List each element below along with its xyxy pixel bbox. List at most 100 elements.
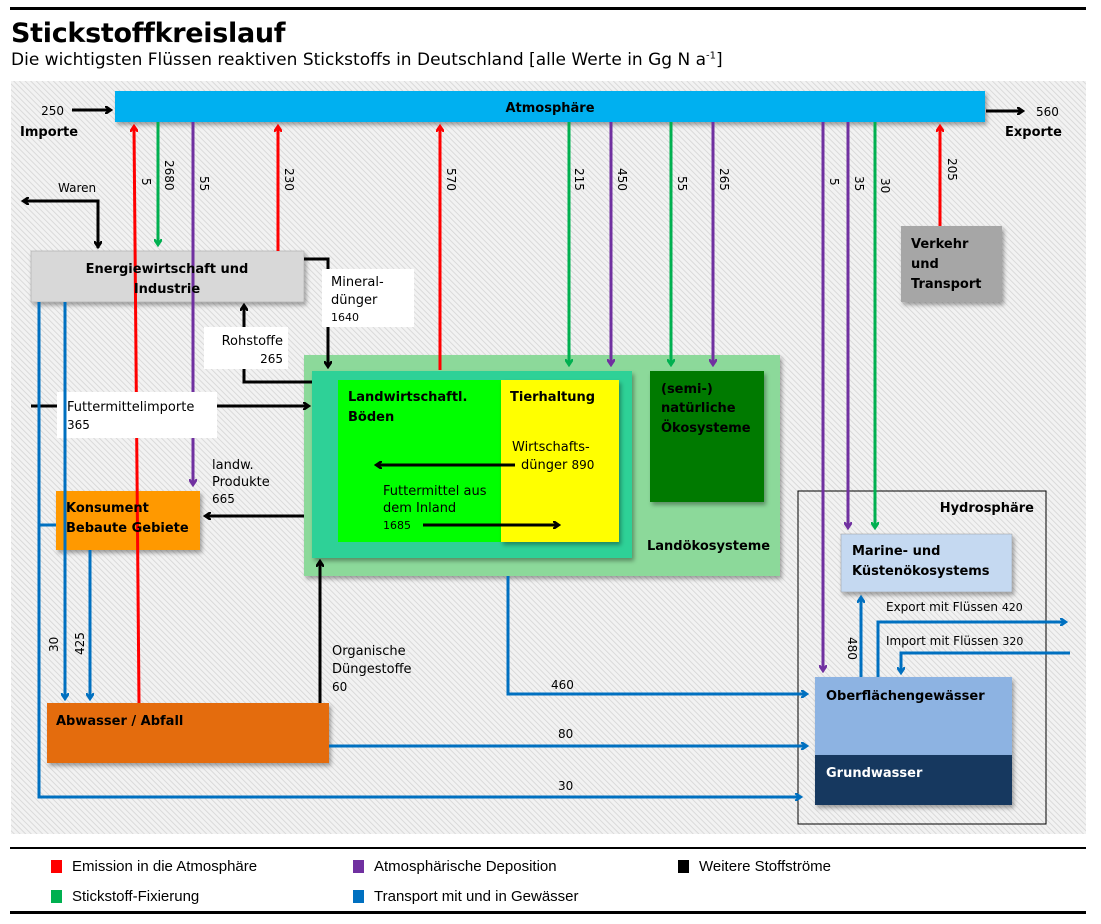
legend-emission: Emission in die Atmosphäre <box>51 858 257 875</box>
natural-label-3: Ökosysteme <box>661 420 751 436</box>
legend-deposition: Atmosphärische Deposition <box>353 858 557 875</box>
organic-label-2: Düngestoffe <box>332 662 412 677</box>
waren-label: Waren <box>58 181 96 195</box>
value-fixation-215: 215 <box>572 168 586 191</box>
agri-value: 665 <box>212 492 235 506</box>
legend-swatch-emission <box>51 860 62 873</box>
consumer-label-1: Konsument <box>66 501 149 516</box>
legend-swatch-fixation <box>51 890 62 903</box>
value-fixation-30: 30 <box>878 178 892 193</box>
value-deposition-450: 450 <box>615 168 629 191</box>
value-deposition-5: 5 <box>827 178 841 186</box>
value-water-425: 425 <box>73 632 87 655</box>
agri-label-1: landw. <box>212 458 254 473</box>
land-to-surface-flow <box>506 576 806 694</box>
feed-import-value: 365 <box>67 418 90 432</box>
waste-label: Abwasser / Abfall <box>56 714 183 729</box>
exports-label: Exporte <box>1005 125 1062 140</box>
import-rivers-label: Import mit Flüssen 320 <box>886 634 1023 648</box>
value-emission-5: 5 <box>139 178 153 186</box>
waste-box <box>47 703 329 763</box>
raw-value: 265 <box>260 352 283 366</box>
value-deposition-35: 35 <box>852 176 866 191</box>
legend-water: Transport mit und in Gewässer <box>353 888 579 905</box>
feed-import-label-box <box>57 392 217 438</box>
soils-label-1: Landwirtschaftl. <box>348 390 467 405</box>
value-deposition-55: 55 <box>197 176 211 191</box>
natural-label-1: (semi-) <box>661 382 713 397</box>
manure-label-2: dünger 890 <box>521 458 594 473</box>
subtitle-end: ] <box>716 50 723 70</box>
agri-label-2: Produkte <box>212 475 270 490</box>
feed-domestic-label-1: Futtermittel aus <box>383 484 487 499</box>
traffic-label-1: Verkehr <box>911 237 969 252</box>
hydrosphere-label: Hydrosphäre <box>940 501 1034 516</box>
mineral-label-2: dünger <box>331 293 378 308</box>
value-surface-to-marine: 480 <box>845 637 859 660</box>
subtitle-text: Die wichtigsten Flüssen reaktiven Sticks… <box>11 50 707 70</box>
legend-swatch-deposition <box>353 860 364 873</box>
mineral-value: 1640 <box>331 311 359 324</box>
page-subtitle: Die wichtigsten Flüssen reaktiven Sticks… <box>11 50 723 70</box>
import-rivers-text: Import mit Flüssen <box>886 634 999 648</box>
legend-bottom-rule <box>10 911 1086 914</box>
import-rivers-flow <box>901 651 1070 672</box>
exports-value: 560 <box>1036 105 1059 119</box>
industry-to-groundwater-flow <box>37 302 800 797</box>
groundwater-box <box>815 755 1012 805</box>
hydrosphere-frame <box>797 490 1047 825</box>
value-emission-570: 570 <box>444 168 458 191</box>
value-fixation-55: 55 <box>675 176 689 191</box>
traffic-label-3: Transport <box>911 277 981 292</box>
natural-ecosystems-box <box>650 371 764 502</box>
value-emission-205: 205 <box>945 158 959 181</box>
export-rivers-value: 420 <box>1002 601 1023 614</box>
legend-swatch-water <box>353 890 364 903</box>
groundwater-label: Grundwasser <box>826 766 923 781</box>
top-rule <box>10 7 1086 10</box>
mineral-label-1: Mineral- <box>331 275 384 290</box>
marine-box <box>840 533 1013 593</box>
consumer-label-2: Bebaute Gebiete <box>66 521 189 536</box>
value-emission-230: 230 <box>282 168 296 191</box>
page-title: Stickstoffkreislauf <box>11 18 286 49</box>
land-ecosystems-label: Landökosysteme <box>647 539 770 554</box>
imports-value: 250 <box>41 104 64 118</box>
atmosphere-bar <box>115 91 985 122</box>
mineral-label-box <box>322 269 414 327</box>
legend-swatch-other <box>678 860 689 873</box>
raw-label-box <box>204 327 288 369</box>
manure-label-2-text: dünger <box>521 458 568 473</box>
imports-label: Importe <box>20 125 78 140</box>
feed-domestic-label-2: dem Inland <box>383 501 456 516</box>
marine-label-2: Küstenökosystems <box>852 564 990 579</box>
subtitle-superscript: -1 <box>706 50 717 62</box>
mineral-fertilizer-flow <box>304 257 328 366</box>
legend-label: Emission in die Atmosphäre <box>72 858 258 875</box>
traffic-box <box>901 226 1002 302</box>
value-fixation-2680: 2680 <box>162 160 176 191</box>
organic-label-1: Organische <box>332 644 406 659</box>
export-rivers-flow <box>876 622 1065 677</box>
raw-label: Rohstoffe <box>222 334 283 349</box>
legend-label: Stickstoff-Fixierung <box>72 888 200 905</box>
legend-other: Weitere Stoffströme <box>678 858 831 875</box>
value-industry-to-ground: 30 <box>558 779 573 793</box>
energy-label-2: Industrie <box>134 282 200 297</box>
consumer-box <box>56 491 200 550</box>
legend-label: Transport mit und in Gewässer <box>374 888 579 905</box>
import-rivers-value: 320 <box>1002 635 1023 648</box>
traffic-label-2: und <box>911 257 939 272</box>
value-waste-to-surface: 80 <box>558 727 573 741</box>
soils-label-2: Böden <box>348 410 394 425</box>
atmosphere-label: Atmosphäre <box>505 101 594 116</box>
marine-label-1: Marine- und <box>852 544 940 559</box>
livestock-label: Tierhaltung <box>510 390 595 405</box>
value-water-30: 30 <box>47 637 61 652</box>
livestock-box <box>501 380 619 542</box>
energy-industry-box <box>30 250 305 303</box>
natural-label-2: natürliche <box>661 401 736 416</box>
soils-box <box>338 380 501 542</box>
value-deposition-265: 265 <box>717 168 731 191</box>
